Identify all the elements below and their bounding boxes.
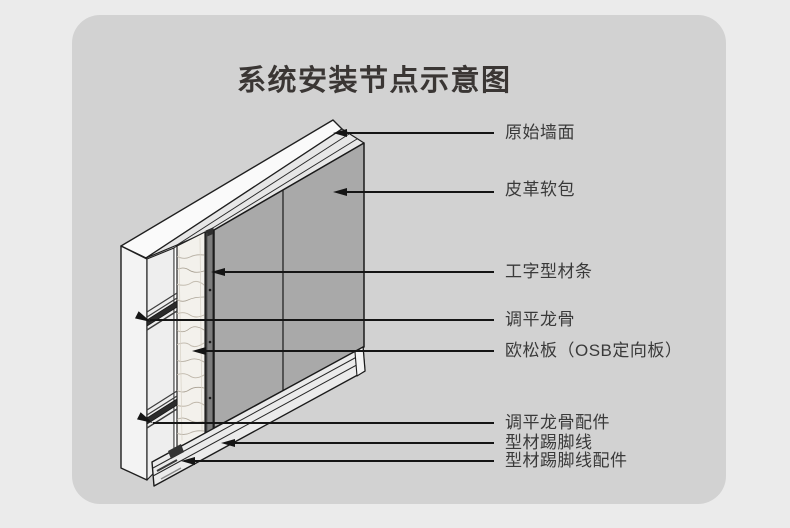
leather-panel: [213, 142, 365, 429]
wall-end-face: [120, 245, 148, 481]
arrow-skirting: [221, 439, 235, 447]
screw-dot: [208, 288, 212, 292]
skirting-board: [151, 346, 366, 487]
arrow-leather-panel: [333, 188, 347, 196]
i-profile-strip: [205, 227, 214, 437]
arrow-original-wall: [333, 129, 347, 137]
wall-front-face: [146, 247, 175, 481]
leveling-keel-lower: [146, 390, 178, 429]
page-title: 系统安装节点示意图: [237, 65, 512, 97]
arrow-keel-accessory: [137, 412, 153, 423]
layer-edge-line: [176, 133, 350, 246]
leader-lines: [150, 132, 494, 462]
layer-edge-line: [202, 138, 358, 235]
arrow-skirting-accessory: [181, 457, 195, 465]
screw-dot: [208, 396, 212, 400]
arrowheads: [135, 129, 347, 465]
screw-dot: [208, 340, 212, 344]
osb-board: [176, 231, 206, 449]
arrow-i-profile: [211, 268, 225, 276]
skirting-accessory: [156, 444, 184, 480]
arrow-leveling-keel: [135, 311, 151, 322]
arrow-osb-board: [192, 347, 206, 355]
